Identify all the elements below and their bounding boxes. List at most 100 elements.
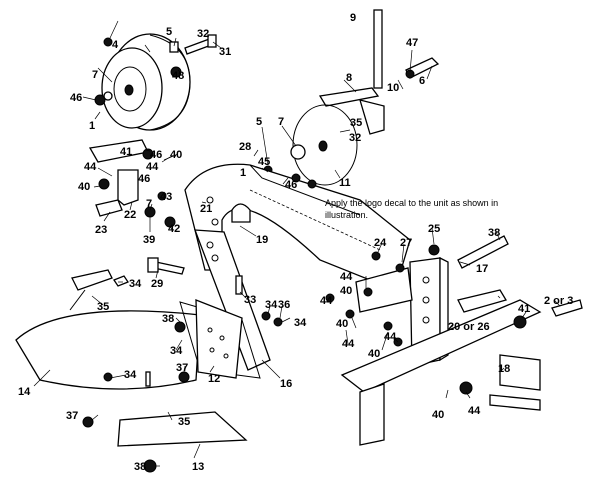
hitch-leg: [359, 383, 385, 446]
callout-5: 5: [166, 26, 172, 38]
lift-rod: [373, 9, 383, 89]
shank-nut-36: [273, 317, 283, 327]
beam-bolt: [291, 173, 301, 183]
share: [117, 411, 248, 447]
shank-bolts: [113, 275, 283, 327]
hitch-pin-bracket: [499, 354, 541, 391]
callout-18: 18: [498, 363, 510, 375]
wheel-assembly: [94, 33, 217, 131]
main-beam-body: [184, 163, 411, 291]
moldboard-nut: [82, 416, 94, 428]
callout-34-shank: 34: [265, 299, 278, 311]
depth-disc: [292, 104, 358, 186]
hitch-cross-bar: [457, 289, 507, 313]
callout-2or3: 2 or 3: [544, 295, 573, 307]
callout-27: 27: [400, 237, 412, 249]
callout-38-hitch: 38: [488, 227, 500, 239]
bracket-lockwasher: [157, 191, 167, 201]
callout-4: 4: [112, 39, 119, 51]
wheel-spacer: [103, 91, 113, 101]
callout-34-plow: 34: [170, 345, 183, 357]
hitch-nut-44b: [383, 321, 393, 331]
callout-40-hitch-2: 40: [336, 318, 348, 330]
depth-disc-hub: [318, 140, 328, 152]
decal-note-line1: Apply the logo decal to the unit as show…: [325, 198, 498, 208]
callout-44-hitch-2: 44: [320, 295, 333, 307]
hitch-nut-24: [371, 251, 381, 261]
shank-bolt-33: [235, 275, 243, 295]
wheel-hub: [124, 84, 134, 96]
hitch-nut-40: [459, 381, 473, 395]
callout-45: 45: [258, 156, 270, 168]
callout-46-bracket: 46: [150, 149, 162, 161]
brace-line: [69, 289, 86, 311]
hitch-clip: [551, 299, 583, 317]
hitch-hole-2: [422, 296, 430, 304]
wheel-nut-top: [103, 37, 113, 47]
hitch-nut-44c: [363, 287, 373, 297]
plow-nut: [174, 321, 186, 333]
beam-notch: [231, 203, 251, 223]
bracket-nut: [98, 178, 110, 190]
callout-9: 9: [350, 12, 356, 24]
hitch-nut-25: [428, 244, 440, 256]
callout-41-hitch: 41: [518, 303, 530, 315]
frog-hole-2: [219, 335, 225, 341]
callout-34-moldboard: 34: [124, 369, 137, 381]
callout-46-disc: 46: [285, 179, 297, 191]
main-beam-flange: [249, 164, 361, 216]
hitch-nut-44: [325, 293, 335, 303]
depth-disc-assembly: [263, 104, 358, 186]
axle-collar: [169, 41, 179, 53]
shank-hole: [206, 241, 214, 249]
callout-40-hitch: 40: [340, 285, 352, 297]
callout-32-disc: 32: [349, 132, 361, 144]
landside-brace: [71, 269, 113, 291]
wheel-bracket-clip: [95, 199, 123, 217]
hitch-hole-3: [422, 316, 430, 324]
wheel-bracket: [88, 139, 176, 228]
hitch-bolt-38: [457, 235, 509, 269]
frog-plate: [195, 299, 243, 379]
hitch-nut-40b: [345, 309, 355, 319]
callout-29: 29: [151, 278, 163, 290]
callout-10: 10: [387, 82, 399, 94]
hitch-bolt: [147, 257, 185, 275]
beam-hole: [206, 196, 214, 204]
hitch-pin: [489, 394, 541, 411]
callout-21: 21: [200, 203, 212, 215]
callout-24: 24: [374, 237, 387, 249]
hitch-nut-41: [513, 315, 527, 329]
callout-25: 25: [428, 223, 440, 235]
bracket-nut-42: [164, 216, 176, 228]
bracket-nut-upper: [142, 148, 154, 160]
callout-43: 43: [160, 191, 172, 203]
callout-40-bracket: 40: [170, 149, 182, 161]
main-beam-hidden-edge: [249, 189, 381, 251]
callout-41: 41: [120, 146, 132, 158]
callout-20or26: 20 or 26: [448, 321, 490, 333]
callout-28: 28: [239, 141, 251, 153]
brace-bolt-34: [113, 275, 129, 287]
callout-39: 39: [143, 234, 155, 246]
callout-1: 1: [89, 120, 95, 132]
callout-6: 6: [419, 75, 425, 87]
hitch-hole: [422, 276, 430, 284]
hitch-frame: [325, 235, 583, 446]
callout-46-bracket-2: 46: [138, 173, 150, 185]
callout-36: 36: [278, 299, 290, 311]
callout-14: 14: [18, 386, 31, 398]
callout-46-wheel: 46: [70, 92, 82, 104]
callout-5-disc: 5: [256, 116, 262, 128]
main-beam: [184, 163, 411, 291]
axle-nut: [170, 66, 182, 78]
callout-16: 16: [280, 378, 292, 390]
callout-44-hitch-3: 44: [342, 338, 355, 350]
callout-42: 42: [168, 223, 180, 235]
lift-rod-assembly: [318, 9, 440, 135]
callout-35-top: 35: [350, 117, 362, 129]
callout-37: 37: [66, 410, 78, 422]
frog-hole: [207, 327, 213, 333]
callout-40-hitch-3: 40: [368, 348, 380, 360]
plow-bottom: [15, 269, 261, 473]
